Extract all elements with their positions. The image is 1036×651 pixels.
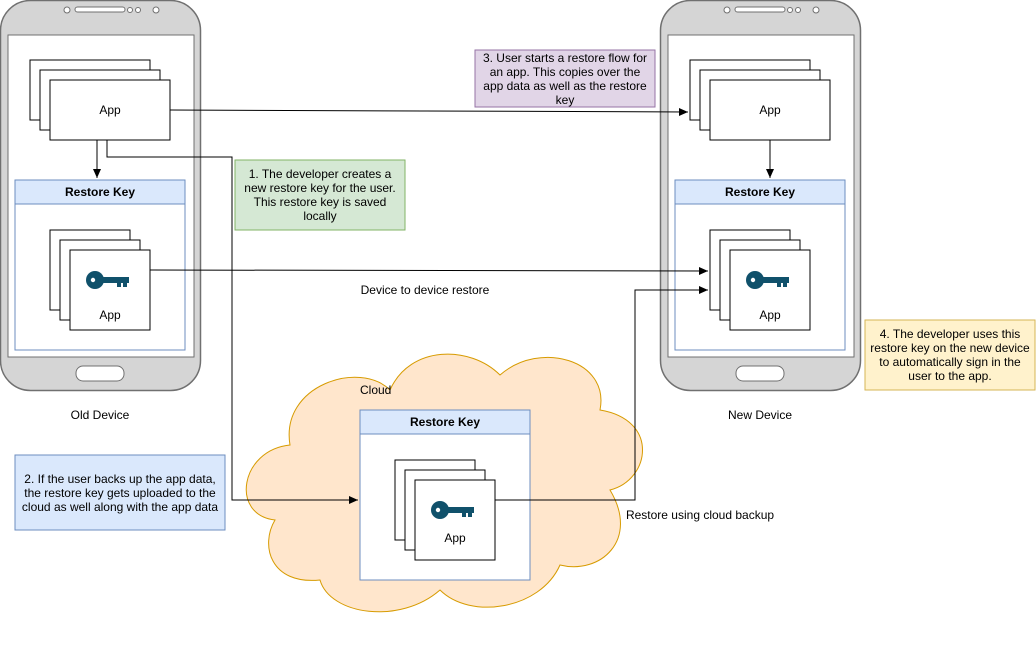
note-step3-box xyxy=(474,49,656,108)
note-step3: 3. User starts a restore flow for an app… xyxy=(482,50,648,107)
old-app-label: App xyxy=(99,103,121,117)
new-key-app-stack xyxy=(709,229,811,331)
new-restore-key-header: Restore Key xyxy=(724,185,796,199)
cloud-key-app-stack xyxy=(394,459,496,561)
note-step2-box xyxy=(14,454,226,531)
connectors xyxy=(93,107,774,504)
cloud-key-app-label: App xyxy=(444,531,466,545)
new-device-label: New Device xyxy=(727,408,793,422)
note-step4-box xyxy=(864,319,1036,391)
new-key-app-label: App xyxy=(759,308,781,322)
cloud-restore-label: Restore using cloud backup xyxy=(625,508,775,522)
note-step2: 2. If the user backs up the app data, th… xyxy=(21,471,219,514)
new-app-label: App xyxy=(759,103,781,117)
note-step4: 4. The developer uses this restore key o… xyxy=(870,327,1030,383)
note-step1-box xyxy=(234,159,406,231)
device-to-device-arrow xyxy=(149,266,709,275)
old-device-label: Old Device xyxy=(70,408,130,422)
note-step1: 1. The developer creates a new restore k… xyxy=(244,167,396,223)
old-key-app-label: App xyxy=(99,308,121,322)
new-app-stack xyxy=(689,59,831,141)
old-restore-key-header: Restore Key xyxy=(64,185,136,199)
old-app-stack xyxy=(29,59,171,141)
cloud-label: Cloud xyxy=(360,383,392,397)
cloud-restore-arrow xyxy=(495,286,708,501)
cloud-restore-key-header: Restore Key xyxy=(409,415,481,429)
backup-to-cloud-arrow xyxy=(106,140,358,504)
app-copy-arrow xyxy=(169,107,689,116)
device-to-device-label: Device to device restore xyxy=(360,283,490,297)
